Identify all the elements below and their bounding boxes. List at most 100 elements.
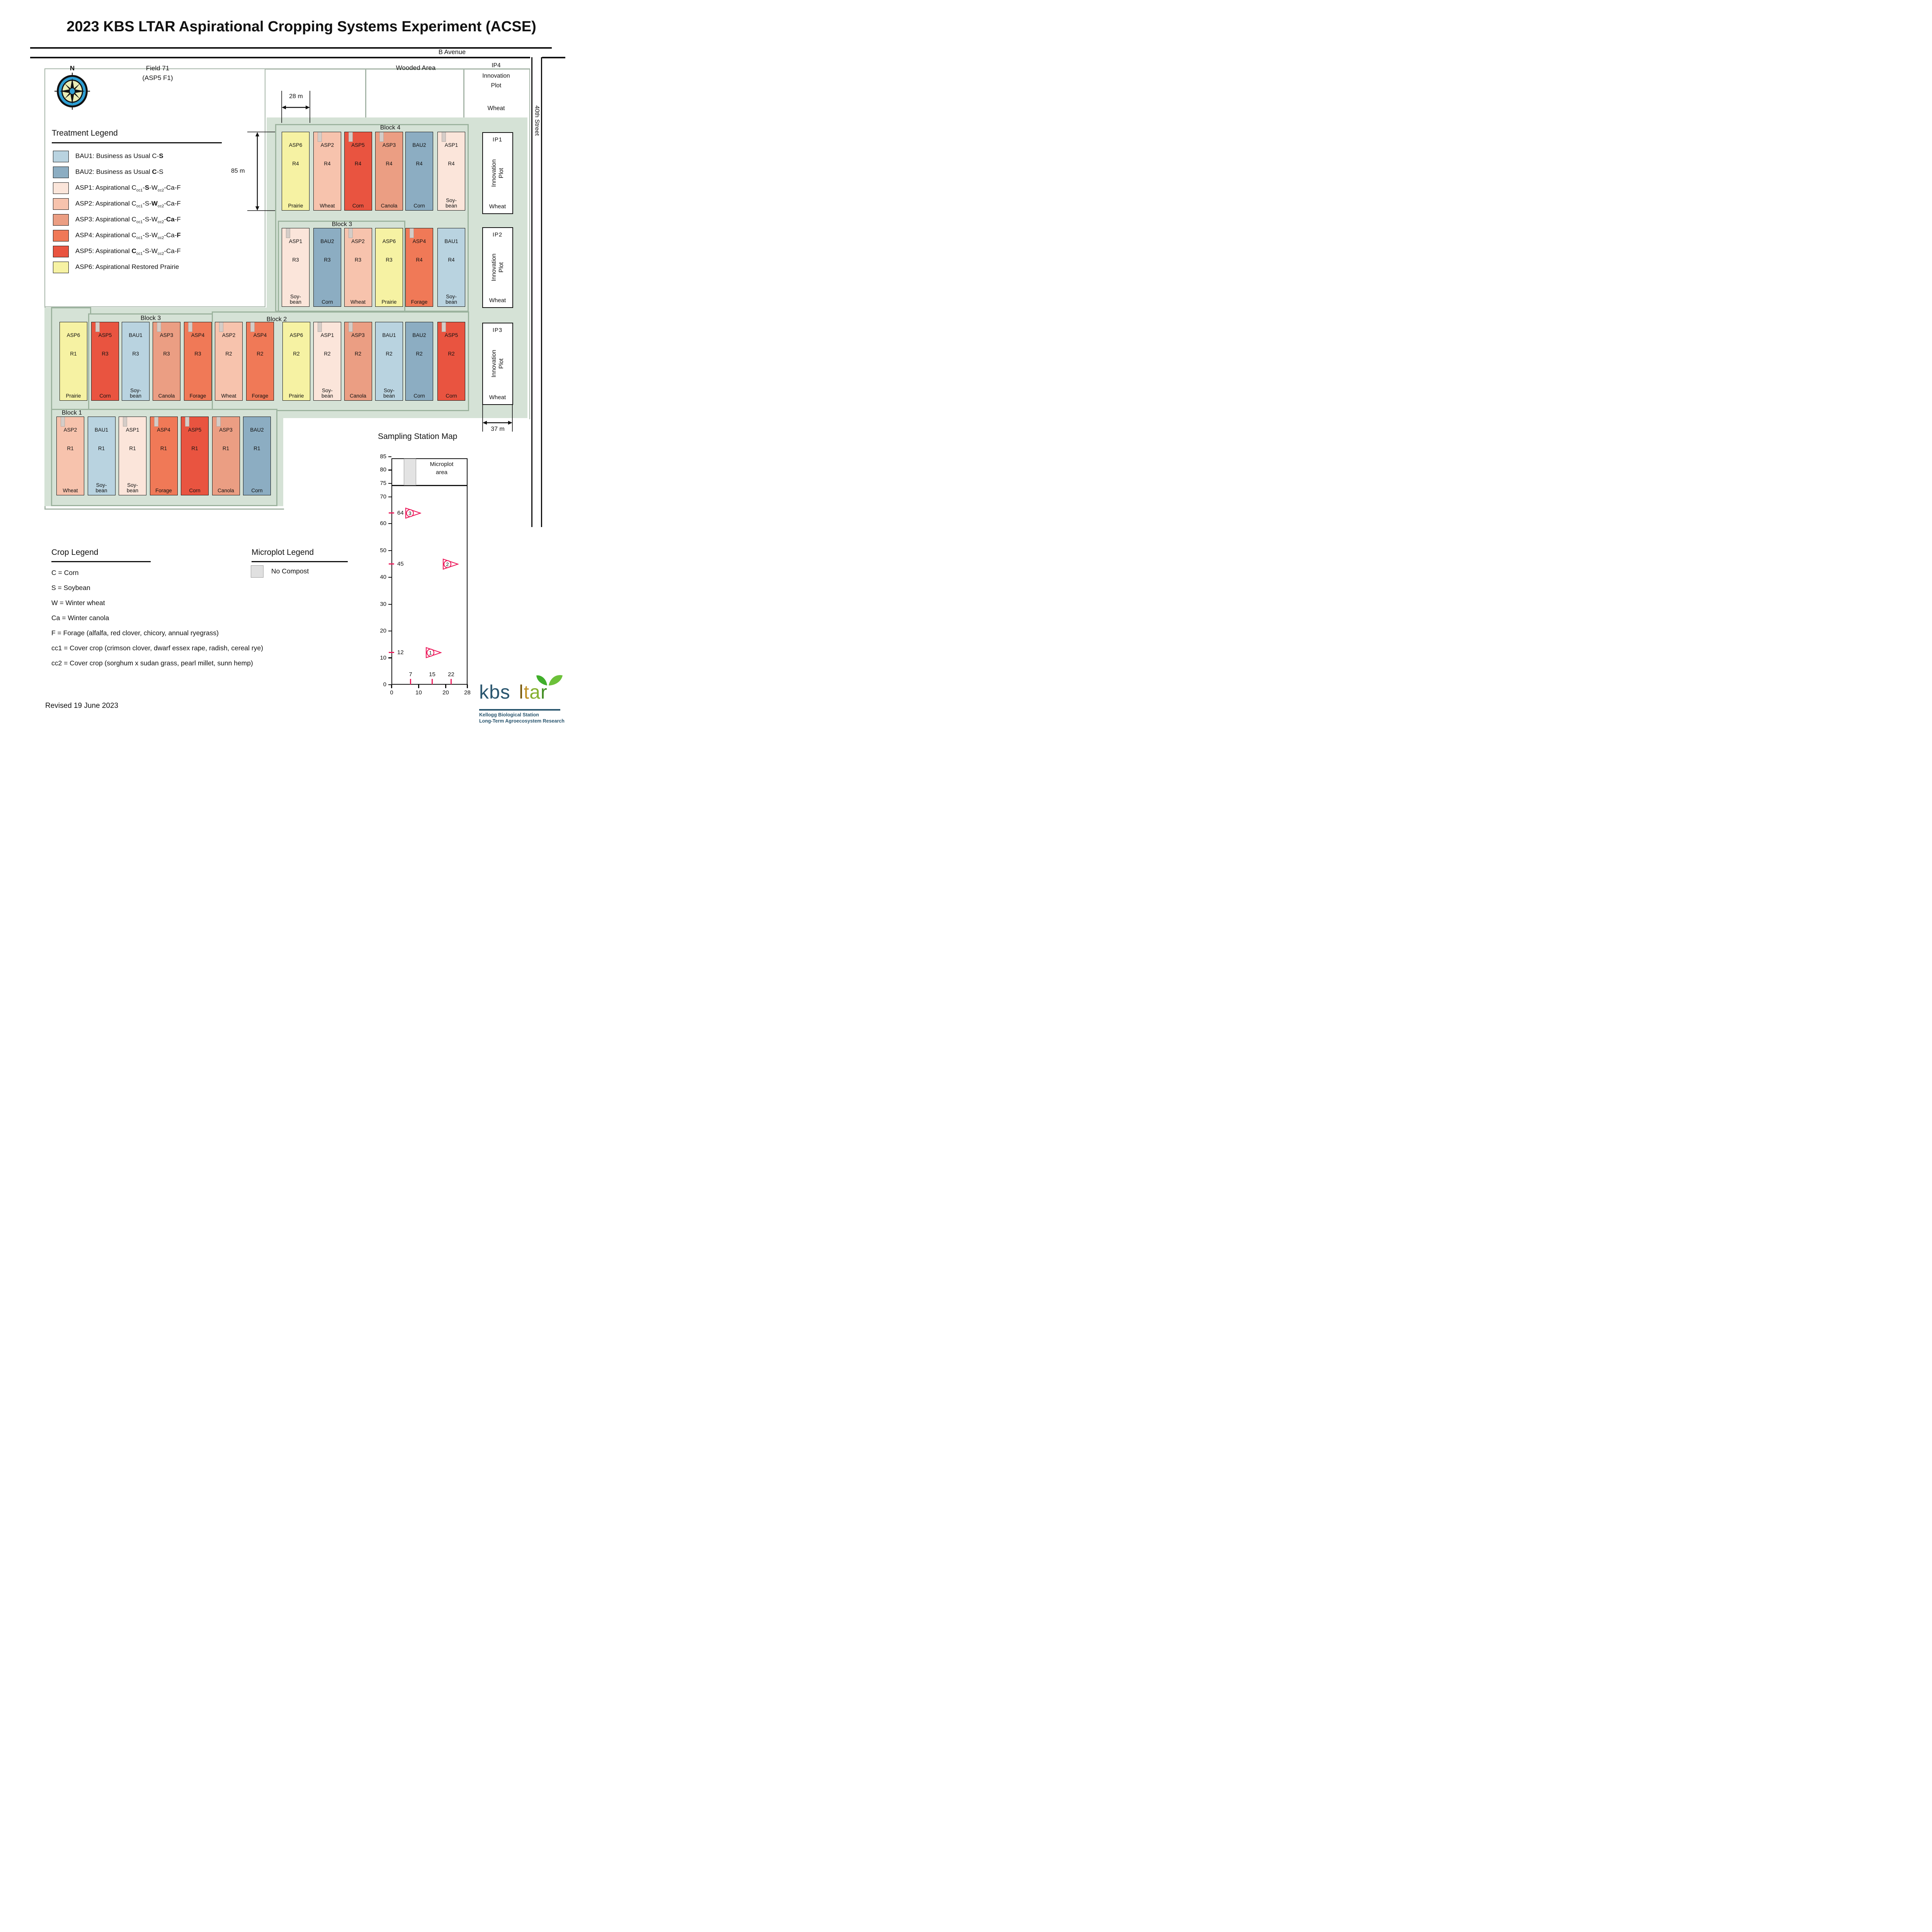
plot-treatment-label: ASP3 xyxy=(382,142,396,148)
plot-treatment-label: ASP6 xyxy=(289,332,303,338)
treatment-legend-label-BAU2: BAU2: Business as Usual C-S xyxy=(75,168,163,175)
ip-crop-label: Wheat xyxy=(489,297,506,304)
road-label-40th-street: 40th Street xyxy=(534,105,540,136)
plot-replicate-label: R1 xyxy=(253,446,260,451)
treatment-legend-swatch-ASP3 xyxy=(53,214,69,226)
microplot-no-compost-tab xyxy=(123,417,127,427)
street-line-east xyxy=(541,57,542,527)
plot-crop-label: Soy-bean xyxy=(445,294,457,305)
plot-replicate-label: R3 xyxy=(354,257,362,263)
plot-replicate-label: R1 xyxy=(129,446,136,451)
plot-treatment-label: ASP1 xyxy=(126,427,139,433)
plot-treatment-label: BAU1 xyxy=(129,332,143,338)
plot-crop-label: Soy-bean xyxy=(289,294,302,305)
logo-ltar-text: ltar xyxy=(519,681,547,703)
plot-replicate-label: R3 xyxy=(194,351,201,357)
smap-pink-ytick-45 xyxy=(389,563,394,565)
microplot-no-compost-tab xyxy=(157,322,161,332)
microplot-no-compost-tab xyxy=(442,132,446,142)
plot-crop-label: Wheat xyxy=(63,488,78,493)
logo-leaves-icon xyxy=(536,675,563,685)
smap-ytick-label-50: 50 xyxy=(380,547,386,554)
plot-crop-label: Canola xyxy=(218,488,234,493)
sampling-station-3: 3 xyxy=(405,507,422,519)
microplot-no-compost-tab xyxy=(188,322,192,332)
smap-ytick-40 xyxy=(388,577,391,578)
field-name: Field 71 xyxy=(146,65,170,72)
smap-ytick-30 xyxy=(388,604,391,605)
microplot-no-compost-tab xyxy=(250,322,255,332)
dim-85m-label: 85 m xyxy=(231,168,245,174)
smap-xtick-20 xyxy=(445,684,446,688)
plot-treatment-label: ASP2 xyxy=(222,332,236,338)
microplot-no-compost-tab xyxy=(95,322,100,332)
microplot-no-compost-tab xyxy=(410,228,414,238)
plot-treatment-label: BAU2 xyxy=(412,332,426,338)
sampling-map-microplot-label-1: Microplot xyxy=(430,461,454,468)
treatment-legend-label-ASP3: ASP3: Aspirational Ccc1-S-Wcc2-Ca-F xyxy=(75,216,181,224)
treatment-legend-label-ASP1: ASP1: Aspirational Ccc1-S-Wcc2-Ca-F xyxy=(75,184,181,193)
treatment-legend-swatch-ASP4 xyxy=(53,230,69,242)
smap-ytick-label-75: 75 xyxy=(380,480,386,487)
smap-xtick-28 xyxy=(467,684,468,688)
plot-crop-label: Wheat xyxy=(320,203,335,209)
plot-treatment-label: BAU1 xyxy=(94,427,109,433)
field-name-2: (ASP5 F1) xyxy=(142,74,173,82)
plot-replicate-label: R1 xyxy=(67,446,74,451)
plot-replicate-label: R4 xyxy=(386,161,393,167)
plot-replicate-label: R3 xyxy=(102,351,109,357)
crop-legend-item-5: cc1 = Cover crop (crimson clover, dwarf … xyxy=(51,644,264,652)
plot-crop-label: Prairie xyxy=(66,393,81,399)
sampling-station-2: 2 xyxy=(442,558,459,570)
plot-crop-label: Canola xyxy=(381,203,398,209)
treatment-legend-row-ASP4: ASP4: Aspirational Ccc1-S-Wcc2-Ca-F xyxy=(0,230,232,242)
plot-crop-label: Soy-bean xyxy=(126,482,139,493)
field-border-right xyxy=(529,68,531,419)
plot-crop-label: Prairie xyxy=(288,203,303,209)
logo-letter-t: t xyxy=(524,681,530,703)
plot-crop-label: Prairie xyxy=(381,299,397,305)
ip-id-label: IP1 xyxy=(492,136,503,143)
plot-crop-label: Wheat xyxy=(221,393,236,399)
microplot-no-compost-tab xyxy=(216,417,221,427)
plot-crop-label: Wheat xyxy=(350,299,366,305)
smap-xtick-10 xyxy=(418,684,419,688)
microplot-legend-label: No Compost xyxy=(271,567,309,575)
treatment-legend-swatch-BAU1 xyxy=(53,151,69,162)
smap-pink-ytick-64 xyxy=(389,512,394,514)
plot-replicate-label: R4 xyxy=(416,257,423,263)
plot-treatment-label: BAU1 xyxy=(382,332,396,338)
microplot-no-compost-tab xyxy=(348,322,353,332)
plot-crop-label: Canola xyxy=(350,393,366,399)
treatment-legend-label-ASP5: ASP5: Aspirational Ccc1-S-Wcc2-Ca-F xyxy=(75,247,181,256)
smap-ytick-80 xyxy=(388,469,391,471)
block-label-3: Block 2 xyxy=(266,316,287,323)
smap-pink-ytick-12 xyxy=(389,652,394,653)
microplot-no-compost-tab xyxy=(154,417,158,427)
crop-legend-underline xyxy=(51,561,151,562)
crop-legend-item-6: cc2 = Cover crop (sorghum x sudan grass,… xyxy=(51,659,253,667)
plot-crop-label: Forage xyxy=(252,393,269,399)
smap-ytick-label-70: 70 xyxy=(380,493,386,500)
microplot-no-compost-tab xyxy=(61,417,65,427)
plot-treatment-label: BAU2 xyxy=(250,427,264,433)
revision-date: Revised 19 June 2023 xyxy=(45,702,119,710)
plot-replicate-label: R2 xyxy=(416,351,423,357)
road-label-b-avenue: B Avenue xyxy=(438,49,466,56)
logo-underline xyxy=(479,709,560,711)
plot-crop-label: Prairie xyxy=(289,393,304,399)
plot-replicate-label: R3 xyxy=(292,257,299,263)
smap-ytick-label-60: 60 xyxy=(380,520,386,527)
smap-ytick-label-85: 85 xyxy=(380,453,386,460)
plot-replicate-label: R4 xyxy=(354,161,362,167)
crop-legend-item-2: W = Winter wheat xyxy=(51,599,105,607)
